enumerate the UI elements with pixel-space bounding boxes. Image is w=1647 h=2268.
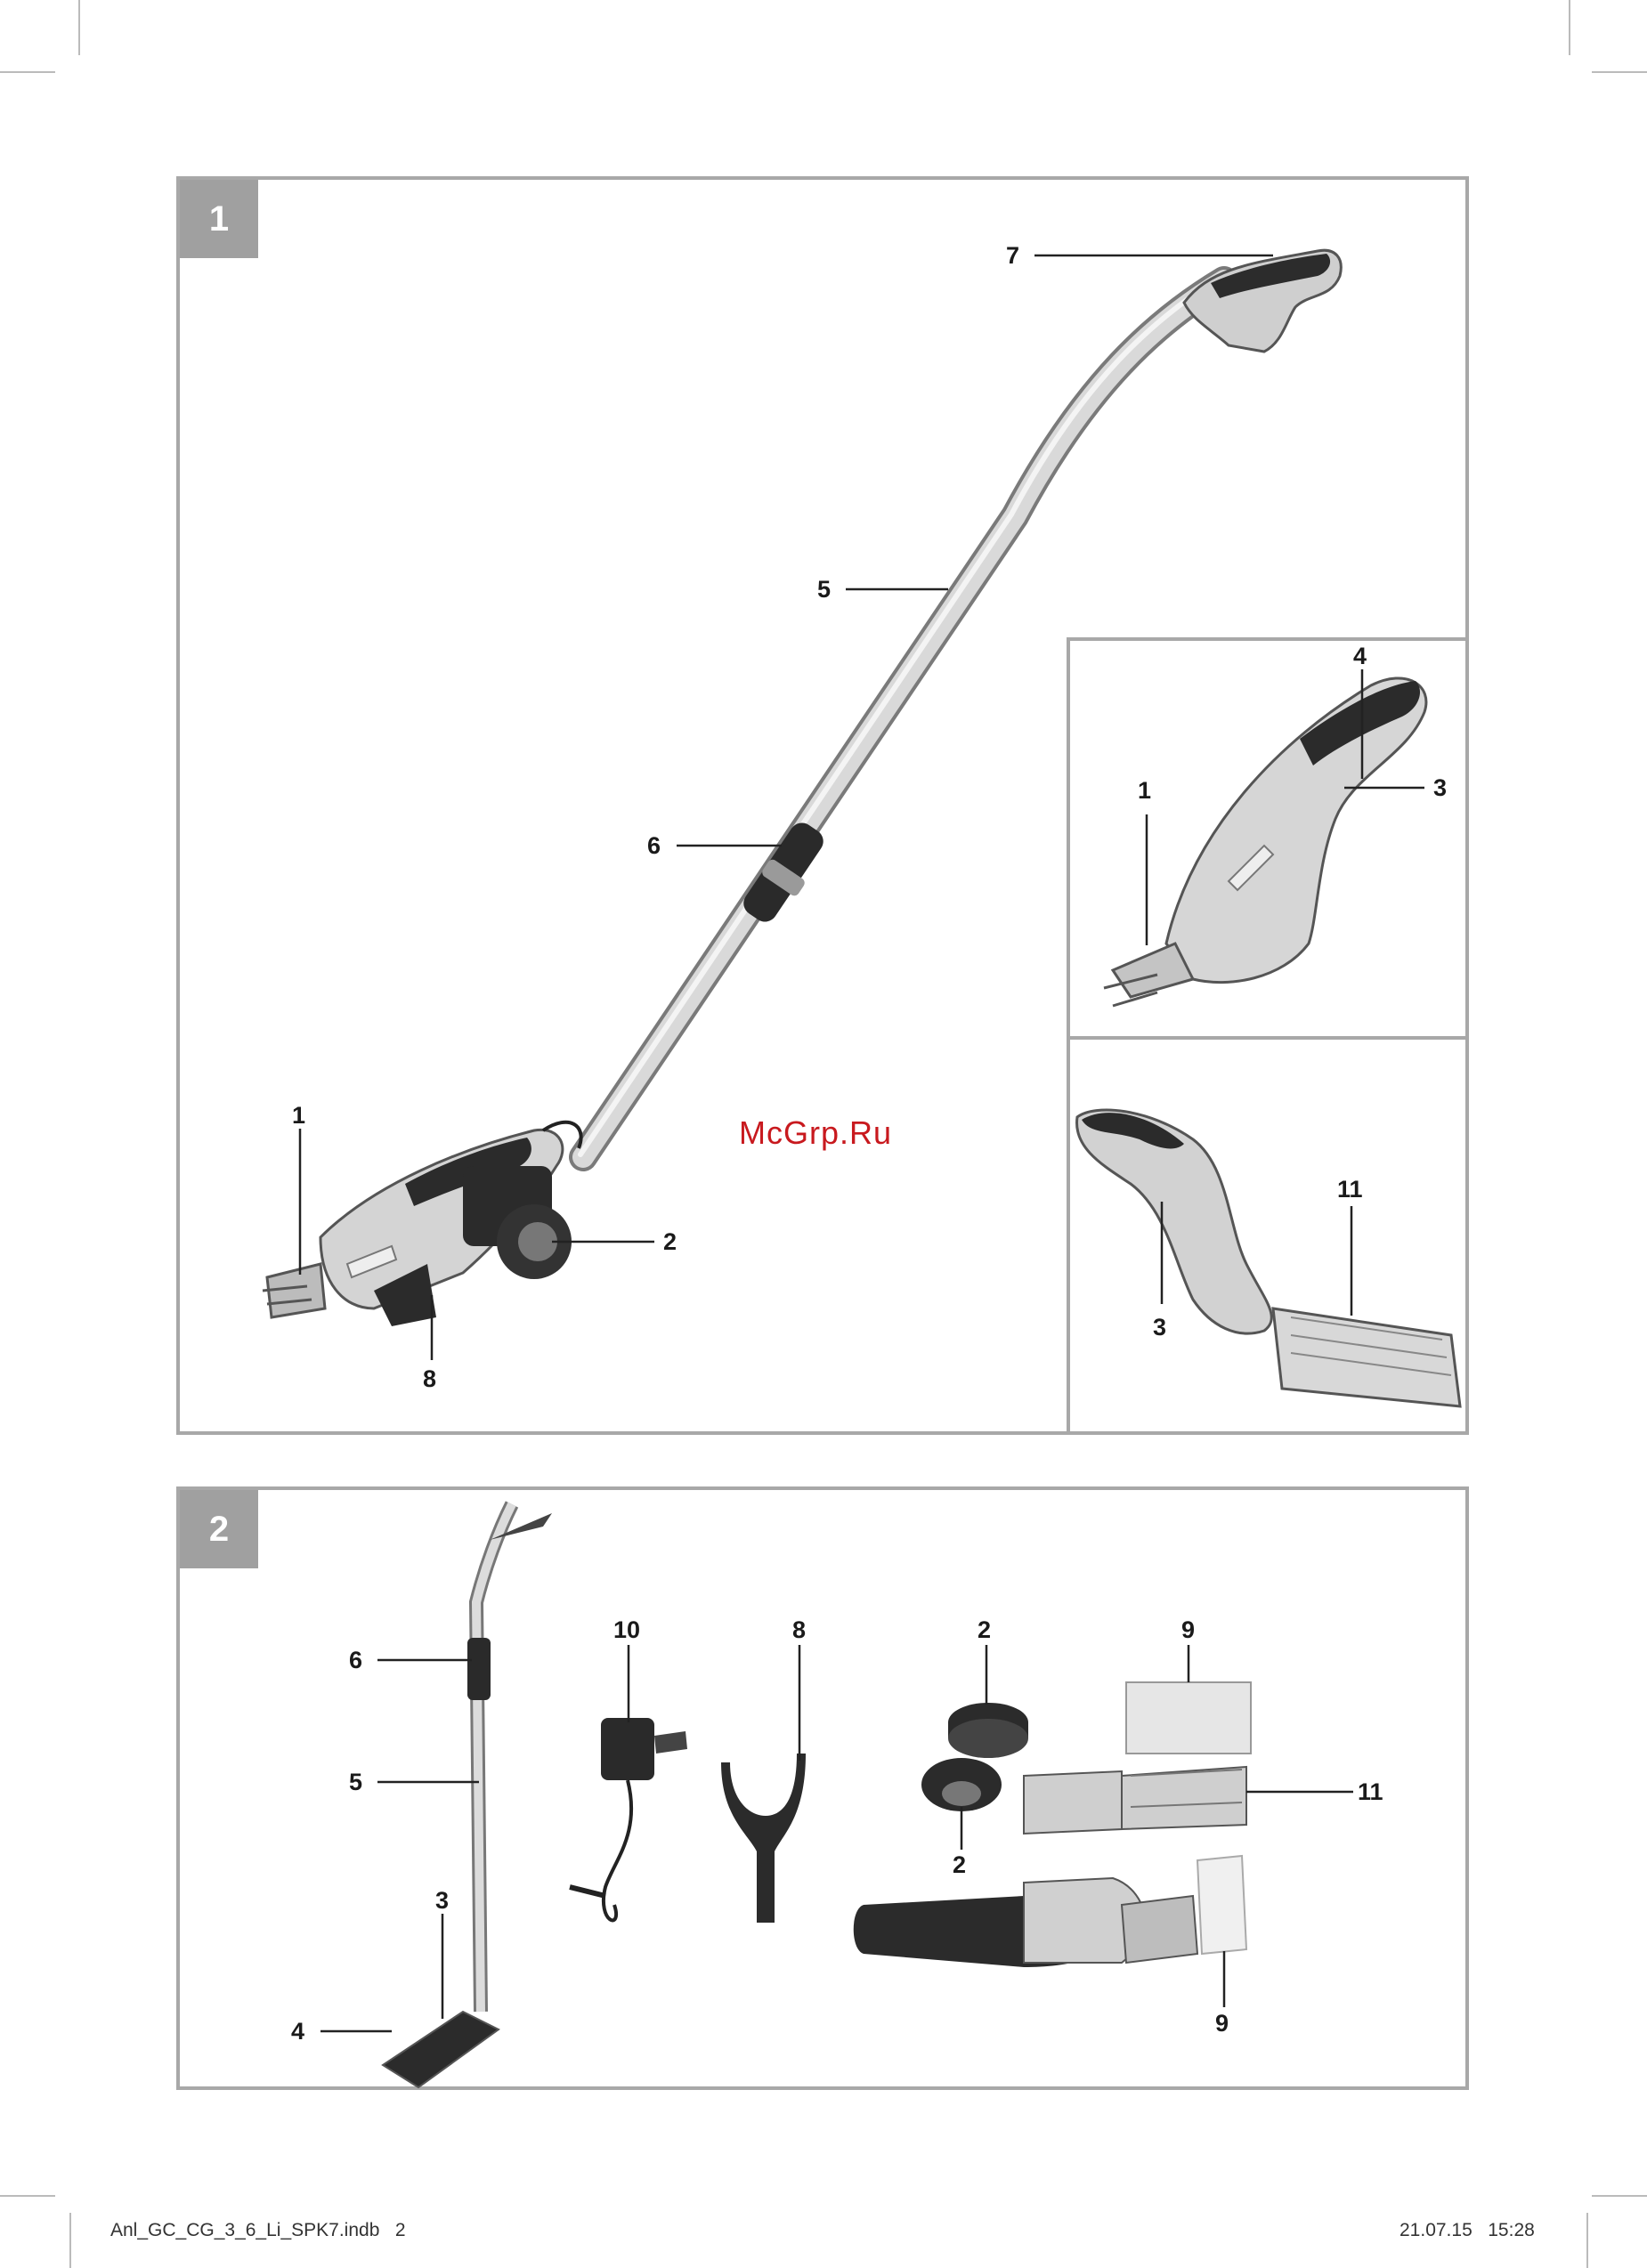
fig2-label-9b: 9 (1215, 2012, 1229, 2036)
footer-filename: Anl_GC_CG_3_6_Li_SPK7.indb 2 (110, 2220, 406, 2241)
fig2-label-10: 10 (613, 1618, 640, 1642)
fig2-label-11: 11 (1358, 1780, 1383, 1804)
fig2-label-2b: 2 (953, 1853, 966, 1877)
fig2-label-2a: 2 (978, 1618, 991, 1642)
fig2-label-6: 6 (349, 1648, 362, 1673)
fig2-label-5: 5 (349, 1770, 362, 1794)
charger (570, 1718, 687, 1920)
fig2-label-8: 8 (792, 1618, 806, 1642)
wheels (921, 1703, 1028, 1811)
footer-datetime: 21.07.15 15:28 (1400, 2220, 1535, 2241)
shears-body (854, 1878, 1197, 1967)
fig2-label-3: 3 (435, 1889, 449, 1913)
wheel-adapter (721, 1754, 806, 1923)
fig2-label-9a: 9 (1181, 1618, 1195, 1642)
fig2-label-4: 4 (291, 2020, 304, 2044)
pole-assembly (383, 1504, 552, 2087)
